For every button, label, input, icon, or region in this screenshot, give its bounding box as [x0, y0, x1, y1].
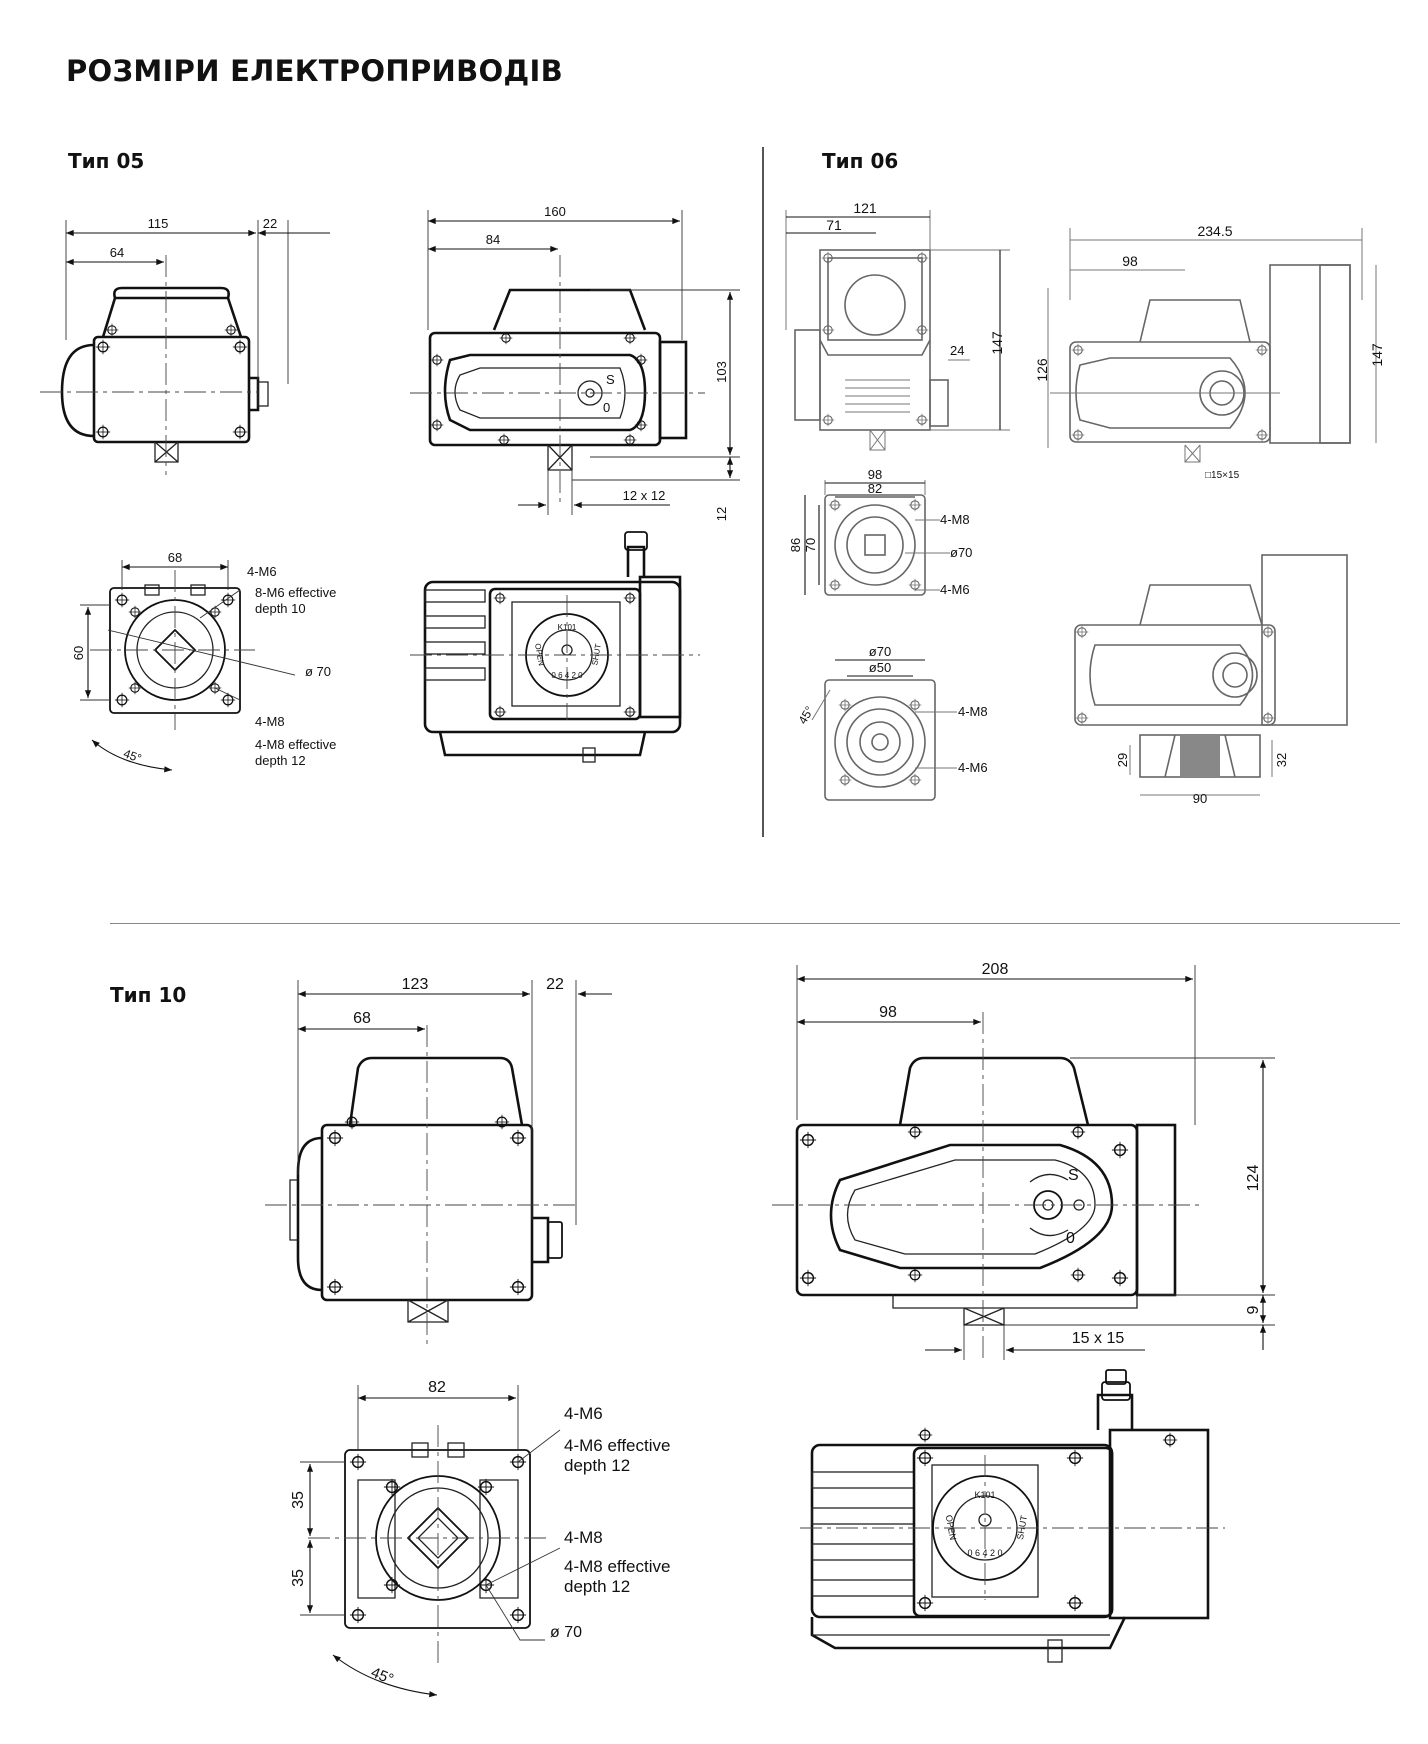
t05-dial-model: K101: [558, 623, 577, 632]
t10-front-width: 123: [402, 976, 429, 993]
t10-front-center: 68: [353, 1010, 371, 1027]
t06-f2-d2: ø50: [869, 660, 891, 675]
type-10-flange-view: 82 35 35 45° 4-M6 4-M6 effective depth 1…: [290, 1379, 670, 1698]
type-06-label: Тип 06: [822, 149, 899, 173]
t10-side-width: 208: [982, 961, 1009, 978]
section-divider-vertical: [762, 147, 764, 837]
t06-f2-d1: ø70: [869, 644, 891, 659]
t05-front-width: 115: [148, 216, 169, 231]
t05-side-o: 0: [603, 400, 610, 415]
t05-flange-diameter: ø 70: [305, 664, 331, 679]
t06-base-h2: 32: [1274, 753, 1289, 767]
t05-note-m6-eff: 8-M6 effective: [255, 585, 336, 600]
type-10-top-view: K101 0 6 4 2 0 OPEN SHUT: [800, 1369, 1225, 1663]
t05-shaft-size: 12 x 12: [623, 488, 666, 503]
t06-f1-dia: ø70: [950, 545, 972, 560]
t10-side-o: 0: [1066, 1230, 1075, 1247]
t05-flange-height: 60: [71, 646, 86, 660]
t06-side-center: 98: [1122, 253, 1138, 269]
t06-f1-w1: 98: [868, 467, 882, 482]
t06-shaft-size: □15×15: [1205, 470, 1240, 481]
t05-note-m8-depth: depth 12: [255, 753, 306, 768]
t10-flange-width: 82: [428, 1379, 446, 1396]
t06-f1-h1: 86: [788, 538, 803, 552]
t10-dial-scale: 0 6 4 2 0: [967, 1548, 1002, 1558]
type-06-front-view: 121 71 147 24: [785, 200, 1010, 451]
t10-shaft-height: 9: [1245, 1305, 1262, 1314]
type-10-front-view: 123 68 22: [265, 976, 612, 1345]
t05-side-width: 160: [544, 204, 566, 219]
t10-flange-diameter: ø 70: [550, 1624, 582, 1641]
t06-f2-m6: 4-M6: [958, 760, 988, 775]
type-05-front-view: 115 64 22: [40, 216, 330, 475]
t10-note-m8-eff: 4-M8 effective: [564, 1557, 670, 1576]
t10-dial-shut: SHUT: [1015, 1514, 1029, 1540]
t10-flange-angle: 45°: [369, 1664, 396, 1688]
t05-front-ext: 22: [263, 216, 277, 231]
t05-front-center: 64: [110, 245, 124, 260]
type-06-iso-view: 90 29 32: [1074, 554, 1348, 806]
t05-shaft-height: 12: [714, 507, 729, 521]
t05-side-center: 84: [486, 232, 500, 247]
t05-note-m8-eff: 4-M8 effective: [255, 737, 336, 752]
t05-flange-width: 68: [168, 550, 182, 565]
type-10-label: Тип 10: [110, 983, 187, 1007]
t05-note-m8: 4-M8: [255, 714, 285, 729]
t10-front-ext: 22: [546, 976, 564, 993]
t10-flange-h1: 35: [290, 1491, 307, 1509]
type-05-flange-view: 68 60 45° 4-M6 8-M6 effective depth 10 ø…: [71, 550, 336, 773]
t06-f1-m8: 4-M8: [940, 512, 970, 527]
t05-note-m6-depth: depth 10: [255, 601, 306, 616]
section-divider-horizontal: [110, 923, 1400, 924]
t06-base-h1: 29: [1115, 753, 1130, 767]
t05-dial-shut: SHUT: [590, 643, 603, 666]
t06-side-h1: 126: [1034, 358, 1050, 382]
t06-side-h2: 147: [1369, 343, 1385, 367]
t05-side-s: S: [606, 372, 615, 387]
t06-f1-w2: 82: [868, 481, 882, 496]
t10-note-m6: 4-M6: [564, 1404, 603, 1423]
t06-front-height: 147: [989, 331, 1005, 355]
t06-f2-m8: 4-M8: [958, 704, 988, 719]
t10-note-m6-depth: depth 12: [564, 1456, 630, 1475]
t06-front-width: 121: [853, 200, 877, 216]
t10-note-m6-eff: 4-M6 effective: [564, 1436, 670, 1455]
t10-note-m8-depth: depth 12: [564, 1577, 630, 1596]
type-05-top-view: K101 0 6 4 2 0 OPEN SHUT: [410, 531, 700, 763]
type-06-flange-view-2: ø70 ø50 45° 4-M8 4-M6: [795, 644, 988, 801]
t06-f1-m6: 4-M6: [940, 582, 970, 597]
t05-side-height: 103: [714, 361, 729, 383]
t10-note-m8: 4-M8: [564, 1528, 603, 1547]
t10-flange-h2: 35: [290, 1569, 307, 1587]
type-05-side-view: S 0 160 84 103 12 12 x 12: [410, 204, 740, 521]
type-10-side-view: S 0 208 98 124 9 15 x 15: [772, 961, 1275, 1360]
page-title: РОЗМІРИ ЕЛЕКТРОПРИВОДІВ: [66, 54, 564, 88]
t06-side-width: 234.5: [1197, 223, 1232, 239]
t10-shaft-size: 15 x 15: [1072, 1330, 1125, 1347]
t06-f2-angle: 45°: [795, 704, 816, 727]
t05-flange-angle: 45°: [122, 746, 144, 765]
type-06-side-view: 234.5 98 126 147 □15×15: [1034, 223, 1385, 481]
type-05-label: Тип 05: [68, 149, 145, 173]
t06-base-width: 90: [1193, 791, 1207, 806]
t06-f1-h2: 70: [803, 538, 818, 552]
t10-side-height: 124: [1245, 1165, 1262, 1192]
t10-dial-open: OPEN: [944, 1514, 958, 1541]
t06-front-ext: 24: [950, 343, 964, 358]
t06-front-center: 71: [826, 217, 842, 233]
t05-note-m6: 4-M6: [247, 564, 277, 579]
t10-side-center: 98: [879, 1004, 897, 1021]
type-06-flange-view-1: 98 82 86 70 4-M8 ø70 4-M6: [788, 467, 972, 597]
t10-side-s: S: [1068, 1167, 1079, 1184]
